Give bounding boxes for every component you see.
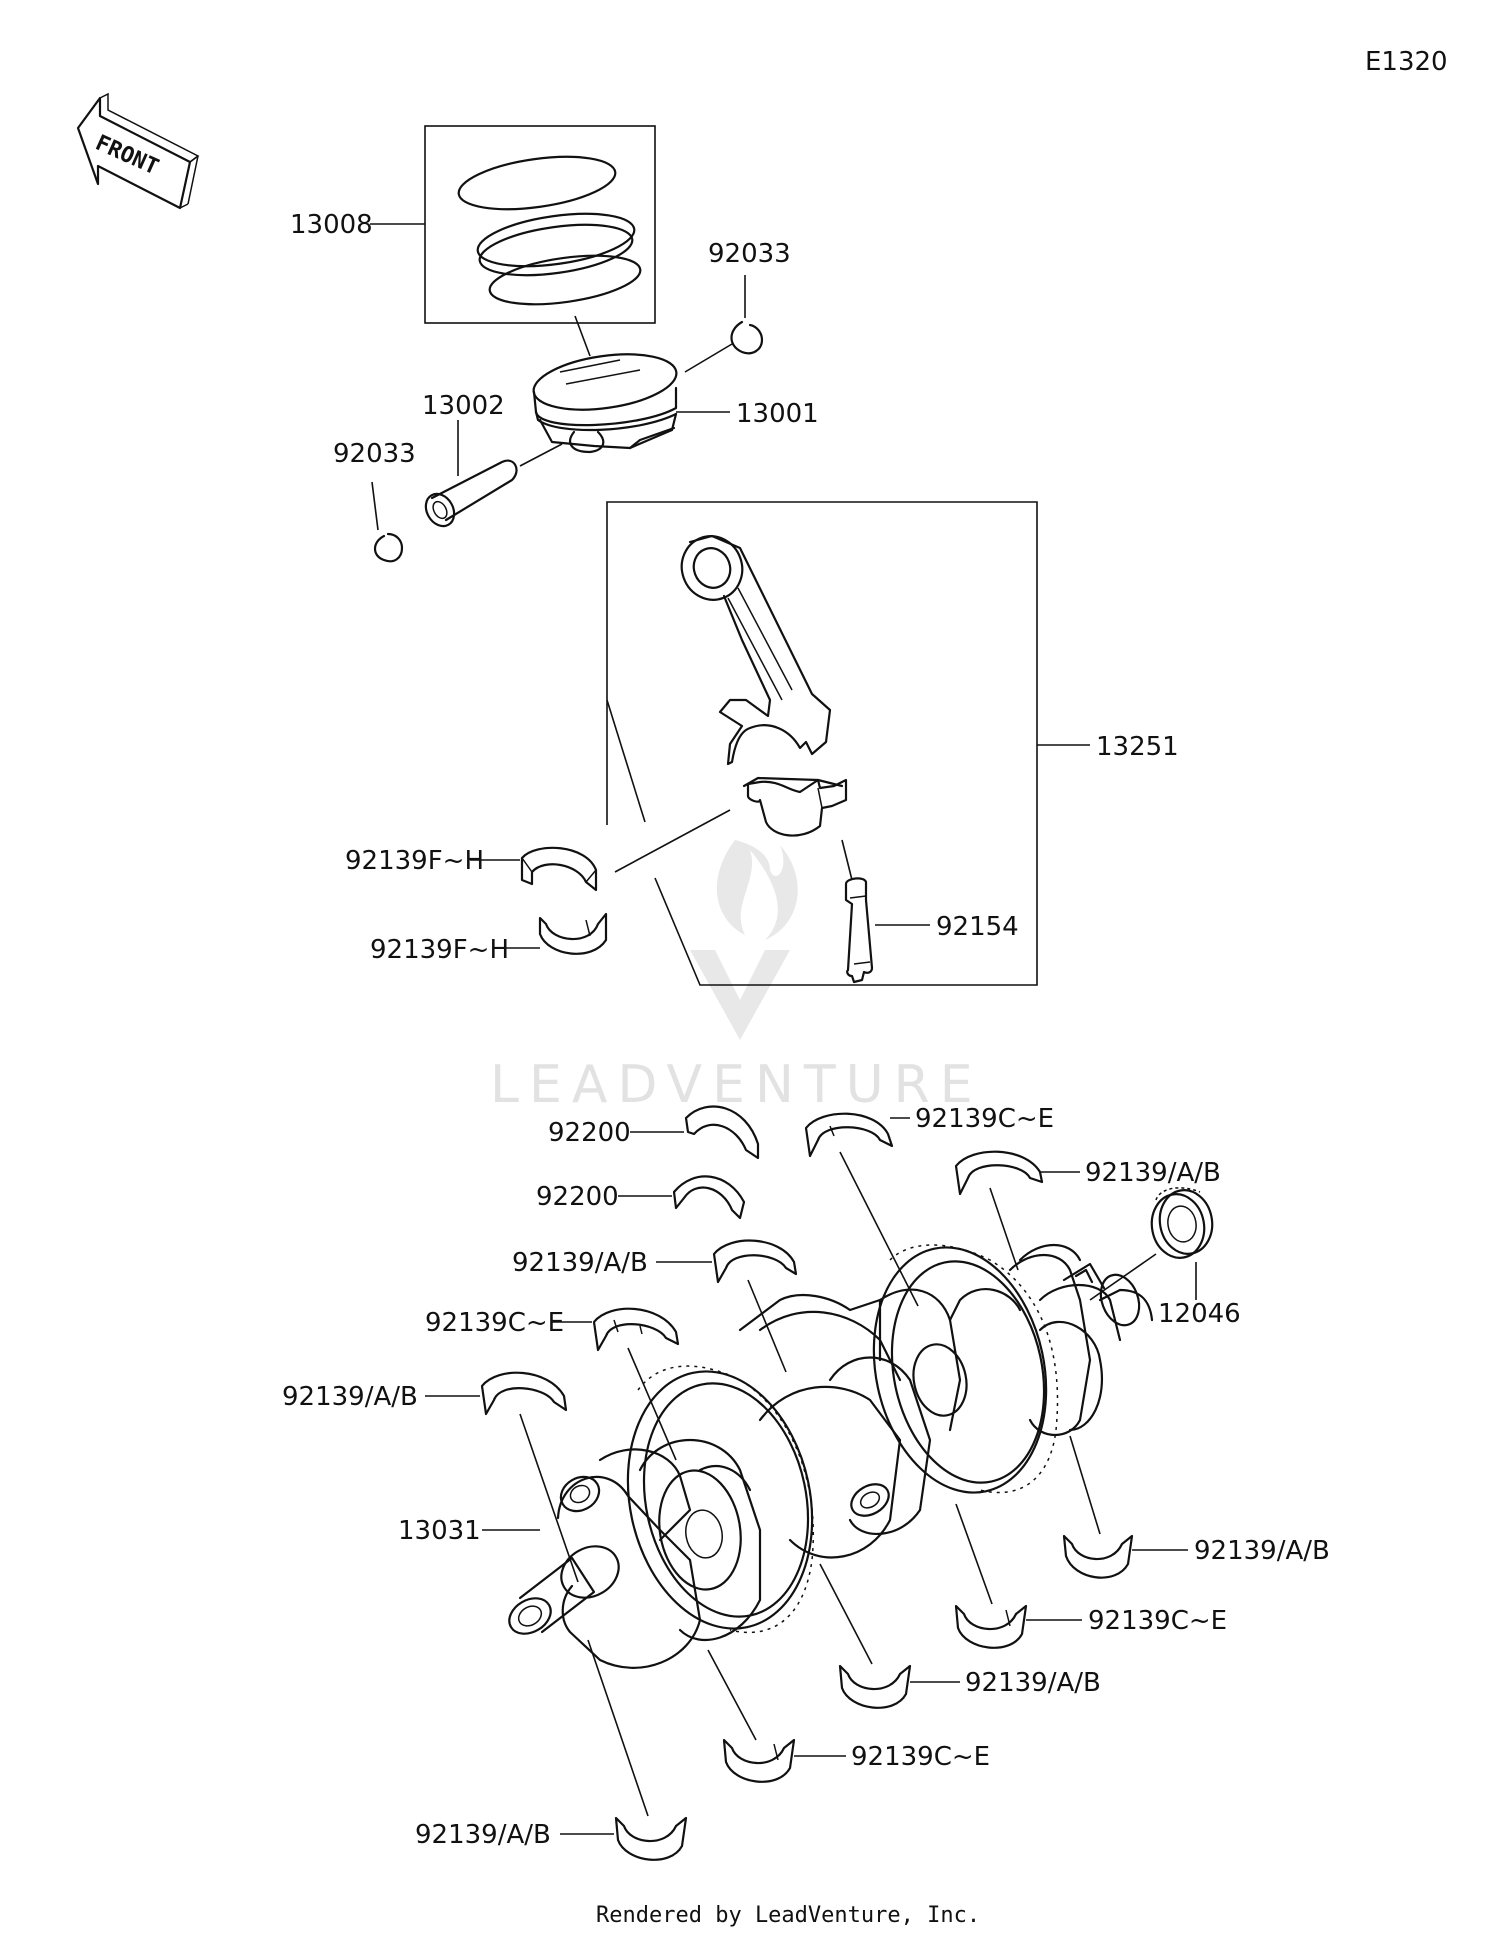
part-label-92139CE-4[interactable]: 92139C~E — [851, 1742, 990, 1772]
part-label-92139AB-5[interactable]: 92139/A/B — [965, 1668, 1101, 1698]
rod-bolt-icon — [841, 839, 874, 984]
bearing-shell-icon — [538, 912, 608, 955]
part-label-13251[interactable]: 13251 — [1096, 732, 1179, 762]
diagram-code: E1320 — [1365, 47, 1448, 77]
part-label-92139AB-2[interactable]: 92139/A/B — [512, 1248, 648, 1278]
part-label-13031[interactable]: 13031 — [398, 1516, 481, 1546]
part-label-92139AB-1[interactable]: 92139/A/B — [1085, 1158, 1221, 1188]
part-label-92139AB-4[interactable]: 92139/A/B — [1194, 1536, 1330, 1566]
piston-pin-icon — [424, 459, 518, 528]
part-label-92139FH-2[interactable]: 92139F~H — [370, 935, 509, 965]
piston-icon — [532, 315, 678, 454]
part-label-13002[interactable]: 13002 — [422, 391, 505, 421]
part-label-92033-top[interactable]: 92033 — [708, 239, 791, 269]
part-label-92139CE-3[interactable]: 92139C~E — [1088, 1606, 1227, 1636]
part-label-92139AB-3[interactable]: 92139/A/B — [282, 1382, 418, 1412]
main-bearing-icon — [712, 1239, 798, 1284]
main-bearing-icon — [838, 1664, 912, 1709]
part-label-92139CE-1[interactable]: 92139C~E — [915, 1104, 1054, 1134]
connecting-rod-icon — [680, 534, 848, 837]
main-bearing-icon — [592, 1307, 680, 1352]
part-label-92139CE-2[interactable]: 92139C~E — [425, 1308, 564, 1338]
front-label: FRONT — [92, 131, 163, 181]
piston-ring-icon — [457, 155, 642, 306]
main-bearing-icon — [804, 1112, 894, 1158]
main-bearing-icon — [480, 1371, 568, 1416]
connecting-rod-box — [606, 501, 1038, 986]
part-label-12046[interactable]: 12046 — [1158, 1299, 1241, 1329]
crankshaft-icon — [508, 1244, 1154, 1669]
part-label-13008[interactable]: 13008 — [290, 210, 373, 240]
part-label-13001[interactable]: 13001 — [736, 399, 819, 429]
main-bearing-icon — [722, 1738, 796, 1783]
part-label-92033-left[interactable]: 92033 — [333, 439, 416, 469]
main-bearing-icon — [614, 1816, 688, 1861]
front-arrow-icon: FRONT — [76, 92, 200, 210]
part-label-92139AB-6[interactable]: 92139/A/B — [415, 1820, 551, 1850]
piston-ring-box — [424, 125, 656, 324]
gear-icon — [1150, 1187, 1214, 1259]
thrust-washer-icon — [672, 1105, 760, 1220]
footer-credit: Rendered by LeadVenture, Inc. — [596, 1903, 980, 1928]
part-label-92154[interactable]: 92154 — [936, 912, 1019, 942]
part-label-92139FH-1[interactable]: 92139F~H — [345, 846, 484, 876]
part-label-92200-2[interactable]: 92200 — [536, 1182, 619, 1212]
circlip-icon — [373, 532, 404, 563]
circlip-icon — [730, 320, 764, 355]
part-label-92200-1[interactable]: 92200 — [548, 1118, 631, 1148]
main-bearing-icon — [954, 1604, 1028, 1649]
main-bearing-icon — [1062, 1534, 1134, 1579]
bearing-shell-icon — [520, 846, 598, 892]
main-bearing-icon — [954, 1150, 1044, 1196]
leadventure-watermark: LEADVENTURE — [490, 840, 983, 1115]
watermark-text: LEADVENTURE — [490, 1055, 983, 1115]
